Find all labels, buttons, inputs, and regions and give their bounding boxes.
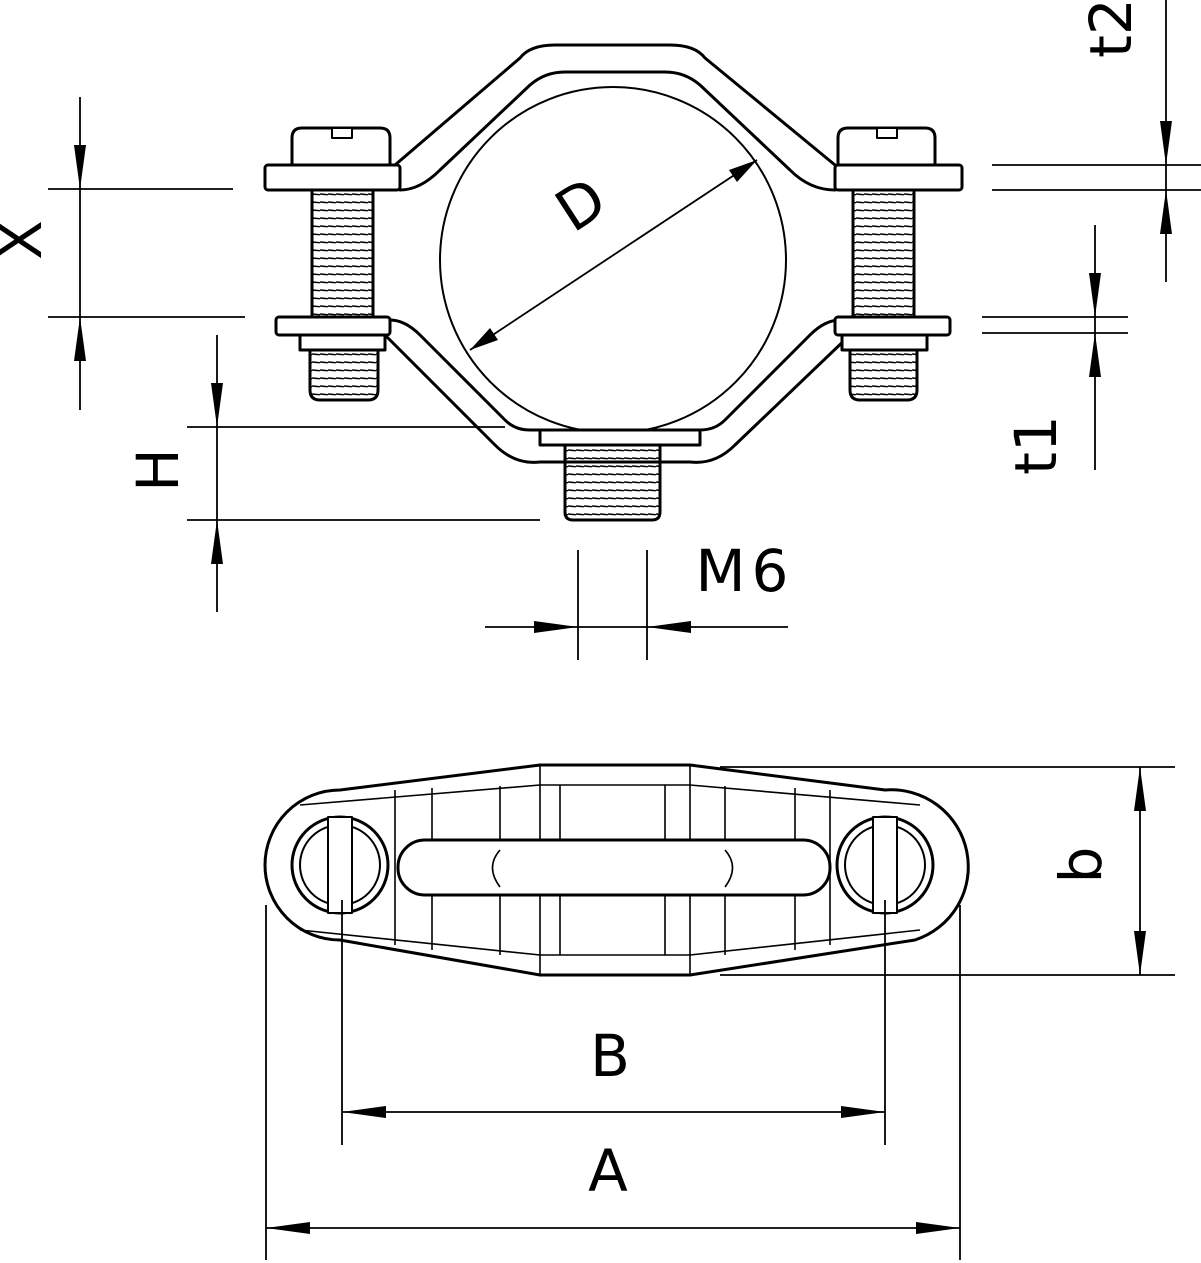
m6-nut	[563, 443, 662, 522]
label-t1: t1	[1002, 415, 1070, 475]
left-screw-top	[290, 815, 390, 915]
dimension-t1: t1	[982, 225, 1128, 475]
dimension-a: A	[265, 905, 961, 1260]
bottom-plate	[538, 428, 702, 447]
right-threaded-bolt	[851, 188, 916, 319]
label-b: B	[590, 1022, 630, 1090]
left-upper-plate	[263, 163, 402, 192]
label-b-small: b	[1047, 847, 1115, 884]
front-view	[263, 43, 964, 522]
left-screw-head	[290, 126, 392, 167]
dimension-b: B	[341, 900, 886, 1145]
slot	[396, 838, 832, 897]
right-upper-plate	[833, 163, 964, 192]
right-screw-top	[835, 815, 935, 915]
dimension-x: X	[0, 97, 245, 410]
label-x: X	[0, 220, 55, 260]
label-a: A	[588, 1137, 628, 1205]
right-bolt-end	[840, 333, 929, 402]
top-view	[263, 763, 970, 977]
dimension-t2: t2	[992, 0, 1201, 282]
dimension-m6: M6	[485, 537, 795, 660]
dimension-d: D	[469, 159, 758, 351]
right-lower-plate	[833, 315, 952, 337]
label-d: D	[544, 164, 619, 245]
pipe-circle	[439, 86, 787, 434]
left-bolt-end	[298, 333, 387, 402]
label-m6: M6	[696, 537, 795, 605]
right-screw-head	[836, 126, 937, 167]
left-lower-plate	[274, 315, 392, 337]
label-t2: t2	[1077, 0, 1145, 58]
upper-strap-inner	[398, 70, 837, 192]
dimension-h: H	[124, 335, 540, 612]
label-h: H	[124, 448, 192, 492]
upper-strap	[393, 43, 837, 167]
dimension-b-small: b	[720, 766, 1175, 976]
left-threaded-bolt	[310, 188, 375, 319]
